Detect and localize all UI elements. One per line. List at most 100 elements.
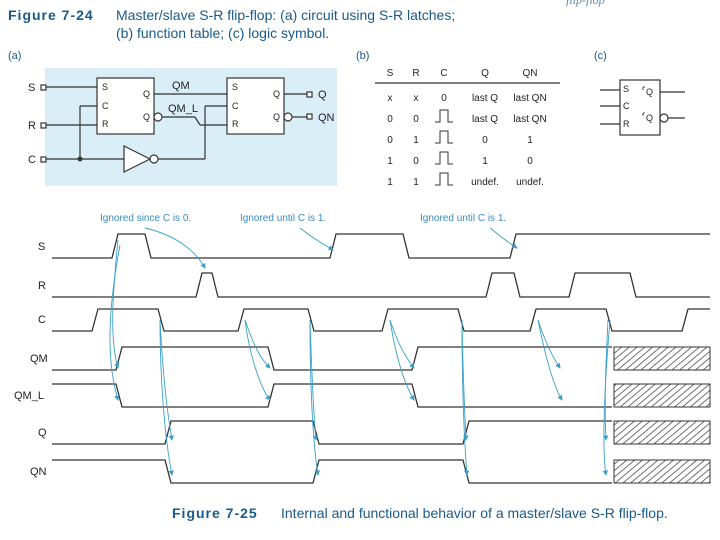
figure-24-caption-line2: (b) function table; (c) logic symbol. bbox=[116, 25, 330, 41]
causality-arrow bbox=[537, 319, 563, 401]
table-cell: 0 bbox=[527, 156, 533, 167]
symbol-body bbox=[619, 79, 661, 136]
master-pin-qbar: Q bbox=[143, 112, 150, 122]
slave-pin-r: R bbox=[232, 119, 239, 129]
table-cell: last QN bbox=[513, 93, 546, 104]
causality-arrow bbox=[244, 319, 271, 401]
clock-pulse-icon bbox=[435, 172, 453, 186]
slave-pin-s: S bbox=[232, 82, 238, 92]
signal-label-r: R bbox=[38, 280, 46, 292]
causality-arrow bbox=[159, 319, 174, 476]
table-cell: last Q bbox=[472, 93, 498, 104]
signal-label-qn: QN bbox=[30, 466, 47, 478]
clock-pulse-icon bbox=[435, 109, 453, 123]
signal-label-qm: QM bbox=[30, 353, 48, 365]
waveform-c bbox=[52, 308, 710, 332]
table-cell: 1 bbox=[413, 135, 419, 146]
table-header-s: S bbox=[387, 68, 394, 79]
output-q-label: Q bbox=[318, 89, 327, 101]
figure-25-number: Figure 7-25 bbox=[172, 505, 258, 521]
annotation-ignored-c0: Ignored since C is 0. bbox=[100, 213, 191, 224]
undefined-region bbox=[613, 383, 711, 408]
table-cell: 0 bbox=[387, 114, 393, 125]
causality-arrow bbox=[389, 319, 415, 369]
table-cell: 0 bbox=[441, 93, 447, 104]
causality-arrow bbox=[537, 319, 561, 369]
causality-arrow bbox=[244, 319, 271, 369]
table-cell: 1 bbox=[527, 135, 533, 146]
causality-arrow bbox=[112, 239, 120, 369]
master-pin-s: S bbox=[102, 82, 108, 92]
output-qn-terminal bbox=[306, 113, 313, 120]
slave-pin-qbar: Q bbox=[273, 112, 280, 122]
causality-arrow bbox=[109, 244, 121, 401]
undefined-region bbox=[613, 459, 711, 484]
output-qn-label: QN bbox=[318, 112, 335, 124]
table-cell: 0 bbox=[413, 114, 419, 125]
input-r-label: R bbox=[28, 120, 36, 132]
waveform-qm bbox=[52, 346, 612, 371]
table-cell: undef. bbox=[471, 177, 499, 188]
logic-symbol: S C R Q Q bbox=[600, 79, 685, 136]
waveform-q bbox=[52, 420, 612, 445]
table-cell: last Q bbox=[472, 114, 498, 125]
symbol-panel-tag: (c) bbox=[594, 50, 607, 62]
table-header-c: C bbox=[440, 68, 447, 79]
waveform-r bbox=[52, 272, 710, 298]
causality-arrow bbox=[389, 319, 415, 401]
circuit-background bbox=[45, 68, 337, 186]
table-cell: 1 bbox=[387, 156, 393, 167]
table-header-qn: QN bbox=[523, 68, 538, 79]
slave-pin-c: C bbox=[232, 101, 239, 111]
undefined-region bbox=[613, 346, 711, 371]
causality-arrow bbox=[602, 319, 611, 476]
master-pin-c: C bbox=[102, 101, 109, 111]
master-pin-q: Q bbox=[143, 89, 150, 99]
waveform-qm-l bbox=[52, 383, 612, 408]
table-cell: last QN bbox=[513, 114, 546, 125]
table-cell: 0 bbox=[482, 135, 488, 146]
table-cell: 1 bbox=[387, 177, 393, 188]
table-cell: 1 bbox=[482, 156, 488, 167]
table-cell: 0 bbox=[387, 135, 393, 146]
symbol-pin-c: C bbox=[623, 101, 630, 111]
figure-25-caption: Internal and functional behavior of a ma… bbox=[281, 505, 668, 521]
slave-pin-q: Q bbox=[273, 89, 280, 99]
symbol-pin-qbar: Q bbox=[646, 113, 653, 123]
figure-24-caption-line1: Master/slave S-R flip-flop: (a) circuit … bbox=[116, 7, 456, 23]
waveform-qn bbox=[52, 459, 612, 484]
annotation-ignored-until-2: Ignored until C is 1. bbox=[420, 213, 506, 224]
symbol-pin-q: Q bbox=[646, 87, 653, 97]
table-cell: 0 bbox=[413, 156, 419, 167]
signal-label-q: Q bbox=[38, 427, 47, 439]
causality-arrow bbox=[489, 227, 518, 249]
net-qm-label: QM bbox=[172, 80, 190, 92]
input-s-label: S bbox=[28, 82, 35, 94]
figure-24-number: Figure 7-24 bbox=[8, 7, 94, 23]
causality-arrow bbox=[299, 227, 334, 251]
symbol-pin-r: R bbox=[623, 119, 630, 129]
corner-note: flip-flop bbox=[566, 0, 605, 7]
symbol-pin-s: S bbox=[623, 84, 629, 94]
annotation-ignored-until-1: Ignored until C is 1. bbox=[240, 213, 326, 224]
input-c-label: C bbox=[28, 154, 36, 166]
clock-inverter bbox=[123, 145, 152, 173]
output-q-terminal bbox=[306, 91, 313, 98]
master-pin-r: R bbox=[102, 119, 109, 129]
master-slave-circuit: S R C S C R Q Q S C R Q Q QM QM_L Q QN bbox=[28, 68, 337, 186]
causality-arrow bbox=[144, 227, 206, 269]
causality-arrow bbox=[461, 319, 470, 476]
table-header-q: Q bbox=[481, 68, 489, 79]
table-cell: 1 bbox=[413, 177, 419, 188]
table-header-r: R bbox=[412, 68, 419, 79]
net-qm-l-label: QM_L bbox=[168, 103, 198, 115]
signal-label-qm-l: QM_L bbox=[14, 390, 44, 402]
causality-arrow bbox=[309, 319, 320, 476]
table-panel-tag: (b) bbox=[356, 50, 370, 62]
clock-pulse-icon bbox=[435, 151, 453, 165]
table-cell: x bbox=[414, 93, 419, 104]
signal-label-s: S bbox=[38, 241, 45, 253]
circuit-panel-tag: (a) bbox=[8, 50, 22, 62]
